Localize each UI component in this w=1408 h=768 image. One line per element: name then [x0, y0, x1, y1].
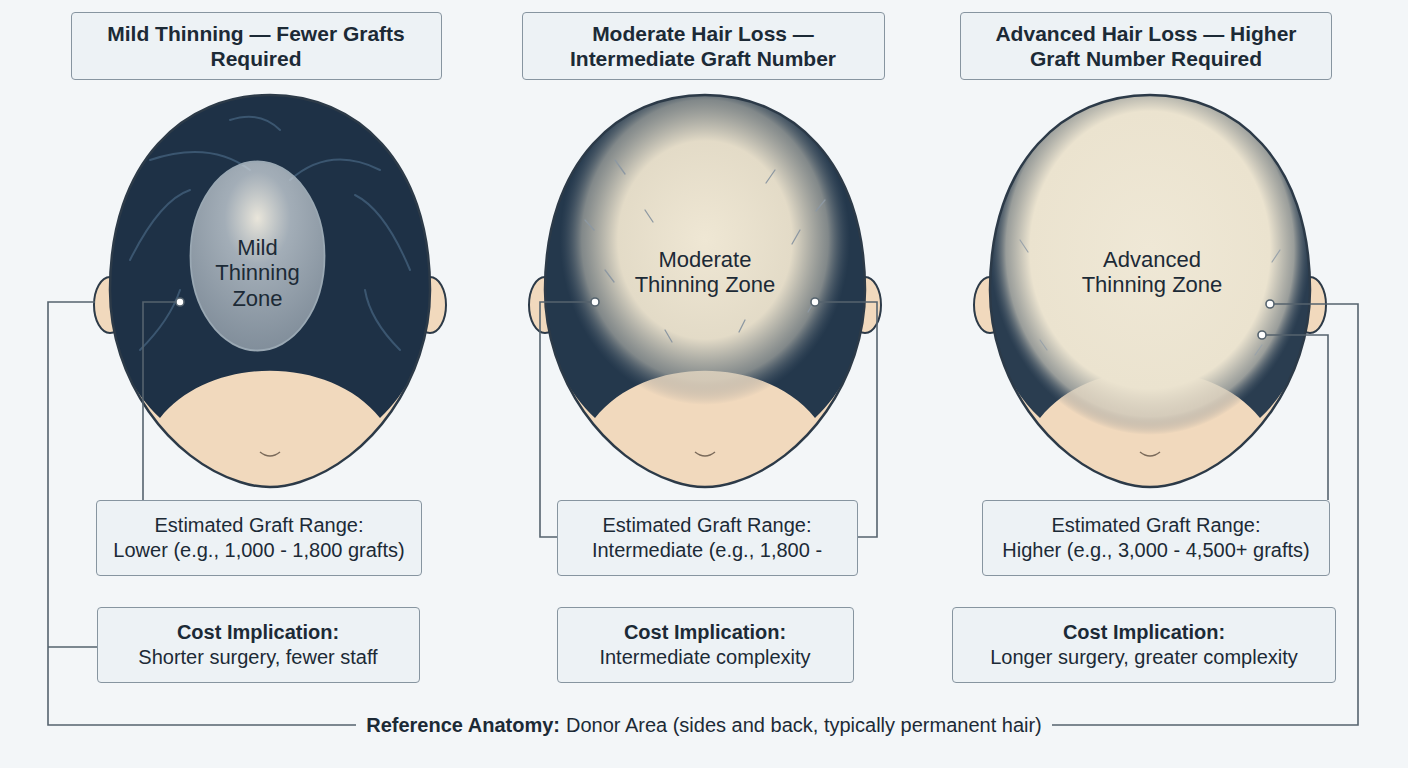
box-heading: Advanced Hair Loss — Higher Graft Number… — [971, 21, 1321, 71]
zone-label: Advanced Thinning Zone — [1067, 247, 1237, 298]
graft-range-box: Estimated Graft Range:Intermediate (e.g.… — [557, 500, 858, 576]
box-body: Higher (e.g., 3,000 - 4,500+ grafts) — [1002, 538, 1309, 563]
cost-box: Cost Implication:Shorter surgery, fewer … — [97, 607, 420, 683]
zone-label: Moderate Thinning Zone — [620, 247, 790, 298]
reference-title: Reference Anatomy: — [366, 714, 560, 736]
graft-range-box: Estimated Graft Range:Higher (e.g., 3,00… — [982, 500, 1330, 576]
thinning-zone-oval: Mild Thinning Zone — [189, 160, 326, 352]
box-body: Intermediate complexity — [599, 645, 810, 670]
stage-header-box: Advanced Hair Loss — Higher Graft Number… — [960, 12, 1332, 80]
cost-box: Cost Implication:Intermediate complexity — [557, 607, 854, 683]
box-heading: Cost Implication: — [177, 620, 339, 645]
box-body: Lower (e.g., 1,000 - 1,800 grafts) — [113, 538, 404, 563]
footer-line: Reference Anatomy: Donor Area (sides and … — [0, 712, 1408, 738]
box-heading: Mild Thinning — Fewer Grafts Required — [82, 21, 431, 71]
graft-range-box: Estimated Graft Range:Lower (e.g., 1,000… — [96, 500, 422, 576]
box-heading: Estimated Graft Range: — [1052, 513, 1261, 538]
box-heading: Moderate Hair Loss — Intermediate Graft … — [533, 21, 874, 71]
stage-header-box: Mild Thinning — Fewer Grafts Required — [71, 12, 442, 80]
box-body: Shorter surgery, fewer staff — [138, 645, 377, 670]
box-heading: Mild Thinning Zone — [203, 235, 313, 311]
box-body: Longer surgery, greater complexity — [990, 645, 1298, 670]
stage-header-box: Moderate Hair Loss — Intermediate Graft … — [522, 12, 885, 80]
cost-box: Cost Implication:Longer surgery, greater… — [952, 607, 1336, 683]
box-heading: Cost Implication: — [1063, 620, 1225, 645]
reference-text: Donor Area (sides and back, typically pe… — [566, 714, 1042, 736]
box-body: Intermediate (e.g., 1,800 - — [592, 538, 822, 563]
box-heading: Estimated Graft Range: — [603, 513, 812, 538]
box-heading: Estimated Graft Range: — [155, 513, 364, 538]
footer-patch: Reference Anatomy: Donor Area (sides and … — [356, 712, 1052, 738]
box-heading: Cost Implication: — [624, 620, 786, 645]
